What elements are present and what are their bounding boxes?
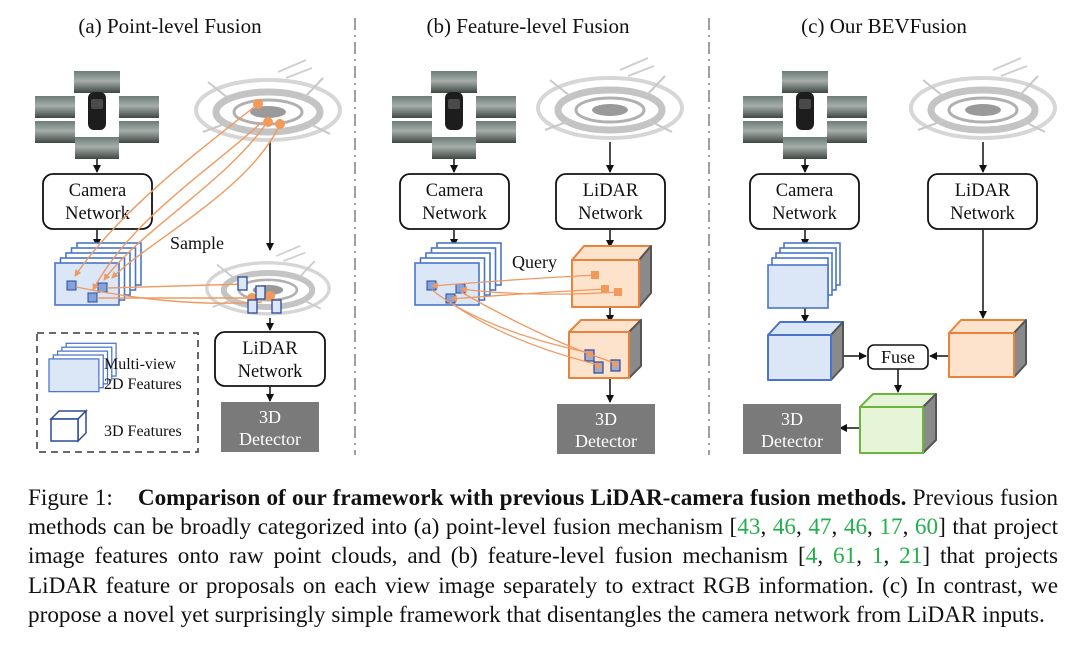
camera-views-b [392, 71, 516, 159]
lidar-network-box-b [555, 173, 666, 230]
citation-link[interactable]: 1 [871, 543, 884, 570]
feature-cell [87, 292, 98, 303]
camera-network-label-a-l1: Camera [69, 181, 127, 201]
fuse-box [867, 344, 929, 370]
sample-point [263, 117, 273, 127]
citation-link[interactable]: 46 [843, 514, 868, 541]
camera-network-label-a-l2: Network [65, 204, 130, 224]
figure-label: Figure 1: [28, 485, 113, 511]
citation-link[interactable]: 47 [808, 514, 832, 541]
figure-caption: Figure 1: Comparison of our framework wi… [28, 485, 1059, 628]
camera-network-label-c-l2: Network [772, 204, 837, 224]
detector-label-c-l1: 3D [781, 409, 803, 429]
fused-bev-cube [859, 393, 937, 454]
sample-point [265, 291, 275, 301]
detector-label-a-l1: 3D [259, 407, 281, 427]
lidar-scan-b [538, 58, 682, 138]
caption-lead: Comparison of our framework with previou… [137, 485, 907, 511]
fusion-diagram: (a) Point-level Fusion (b) Feature-level… [35, 14, 1079, 455]
detector-box-c [743, 404, 841, 454]
lidar-bev-cube [948, 319, 1027, 378]
query-point [612, 361, 618, 367]
camera-network-label-b-l2: Network [422, 204, 487, 224]
legend-3d-icon [49, 409, 88, 443]
projected-cell [271, 299, 282, 314]
caption-text-1: Previous fusion methods can be broadly c… [28, 485, 1059, 541]
panel-a: Camera Network Sample LiDAR Network [35, 60, 340, 453]
detector-box-a [221, 402, 319, 452]
panel-b-title: (b) Feature-level Fusion [427, 14, 630, 38]
feature-cell [66, 280, 77, 291]
panel-a-title: (a) Point-level Fusion [78, 14, 262, 38]
query-connections [431, 274, 619, 365]
sample-label: Sample [170, 233, 224, 253]
lidar-network-label-a-l2: Network [238, 362, 303, 382]
lidar-network-label-a-l1: LiDAR [242, 339, 298, 359]
camera-views-a [35, 71, 159, 159]
lidar-network-label-b-l1: LiDAR [583, 181, 639, 201]
camera-network-label-b-l1: Camera [426, 181, 484, 201]
citation-link[interactable]: 43 [737, 514, 761, 541]
query-label: Query [512, 252, 557, 272]
legend-box [36, 332, 199, 453]
citation-link[interactable]: 46 [772, 514, 796, 541]
panel-c: Camera Network LiDAR Network Fuse [743, 58, 1055, 454]
feature-cell [97, 282, 108, 293]
detector-label-a-l2: Detector [239, 429, 301, 449]
query-point [595, 363, 601, 369]
citation-link[interactable]: 21 [899, 543, 923, 570]
camera-network-label-c-l1: Camera [776, 181, 834, 201]
feature-cell [455, 283, 466, 294]
citation-link[interactable]: 61 [833, 543, 857, 570]
lidar-network-box-c [927, 173, 1038, 230]
fused-feature-cube-b [568, 319, 642, 379]
projected-cell [247, 299, 258, 314]
detector-label-b-l2: Detector [575, 431, 637, 451]
lidar-network-label-c-l1: LiDAR [955, 181, 1011, 201]
panel-b: Camera Network LiDAR Network [392, 58, 682, 454]
detector-label-b-l1: 3D [595, 409, 617, 429]
sample-point [253, 99, 263, 109]
legend-3d-label: 3D Features [104, 423, 182, 440]
sample-connections [74, 103, 281, 304]
citation-link[interactable]: 60 [914, 514, 939, 541]
panel-c-title: (c) Our BEVFusion [801, 14, 967, 38]
projected-cell [255, 285, 266, 300]
legend-multiview-l1: Multi-view [104, 356, 176, 373]
lidar-scan-a [196, 60, 340, 140]
caption-text-3: ] that projects LiDAR feature or proposa… [28, 543, 1059, 628]
multiview-features-c [767, 242, 841, 309]
camera-views-c [743, 71, 867, 159]
camera-bev-cube [767, 321, 844, 381]
lidar-feature-cube-b [571, 245, 652, 308]
fuse-label: Fuse [881, 347, 915, 367]
caption-text-2: ] that project image features onto raw p… [28, 514, 1059, 570]
lidar-network-label-c-l2: Network [950, 204, 1015, 224]
lidar-scan-c [911, 58, 1055, 138]
citation-link[interactable]: 4 [805, 543, 818, 570]
projected-cell [237, 276, 248, 291]
citation-link[interactable]: 17 [879, 514, 903, 541]
detector-label-c-l2: Detector [761, 431, 823, 451]
sample-point [275, 119, 285, 129]
camera-network-box-c [749, 173, 860, 230]
legend-multiview-l2: 2D Features [104, 376, 182, 393]
detector-box-b [557, 404, 655, 454]
camera-network-box-b [399, 173, 510, 230]
camera-network-box-a [42, 173, 153, 230]
lidar-network-box-a [214, 331, 326, 387]
lidar-network-label-b-l2: Network [578, 204, 643, 224]
